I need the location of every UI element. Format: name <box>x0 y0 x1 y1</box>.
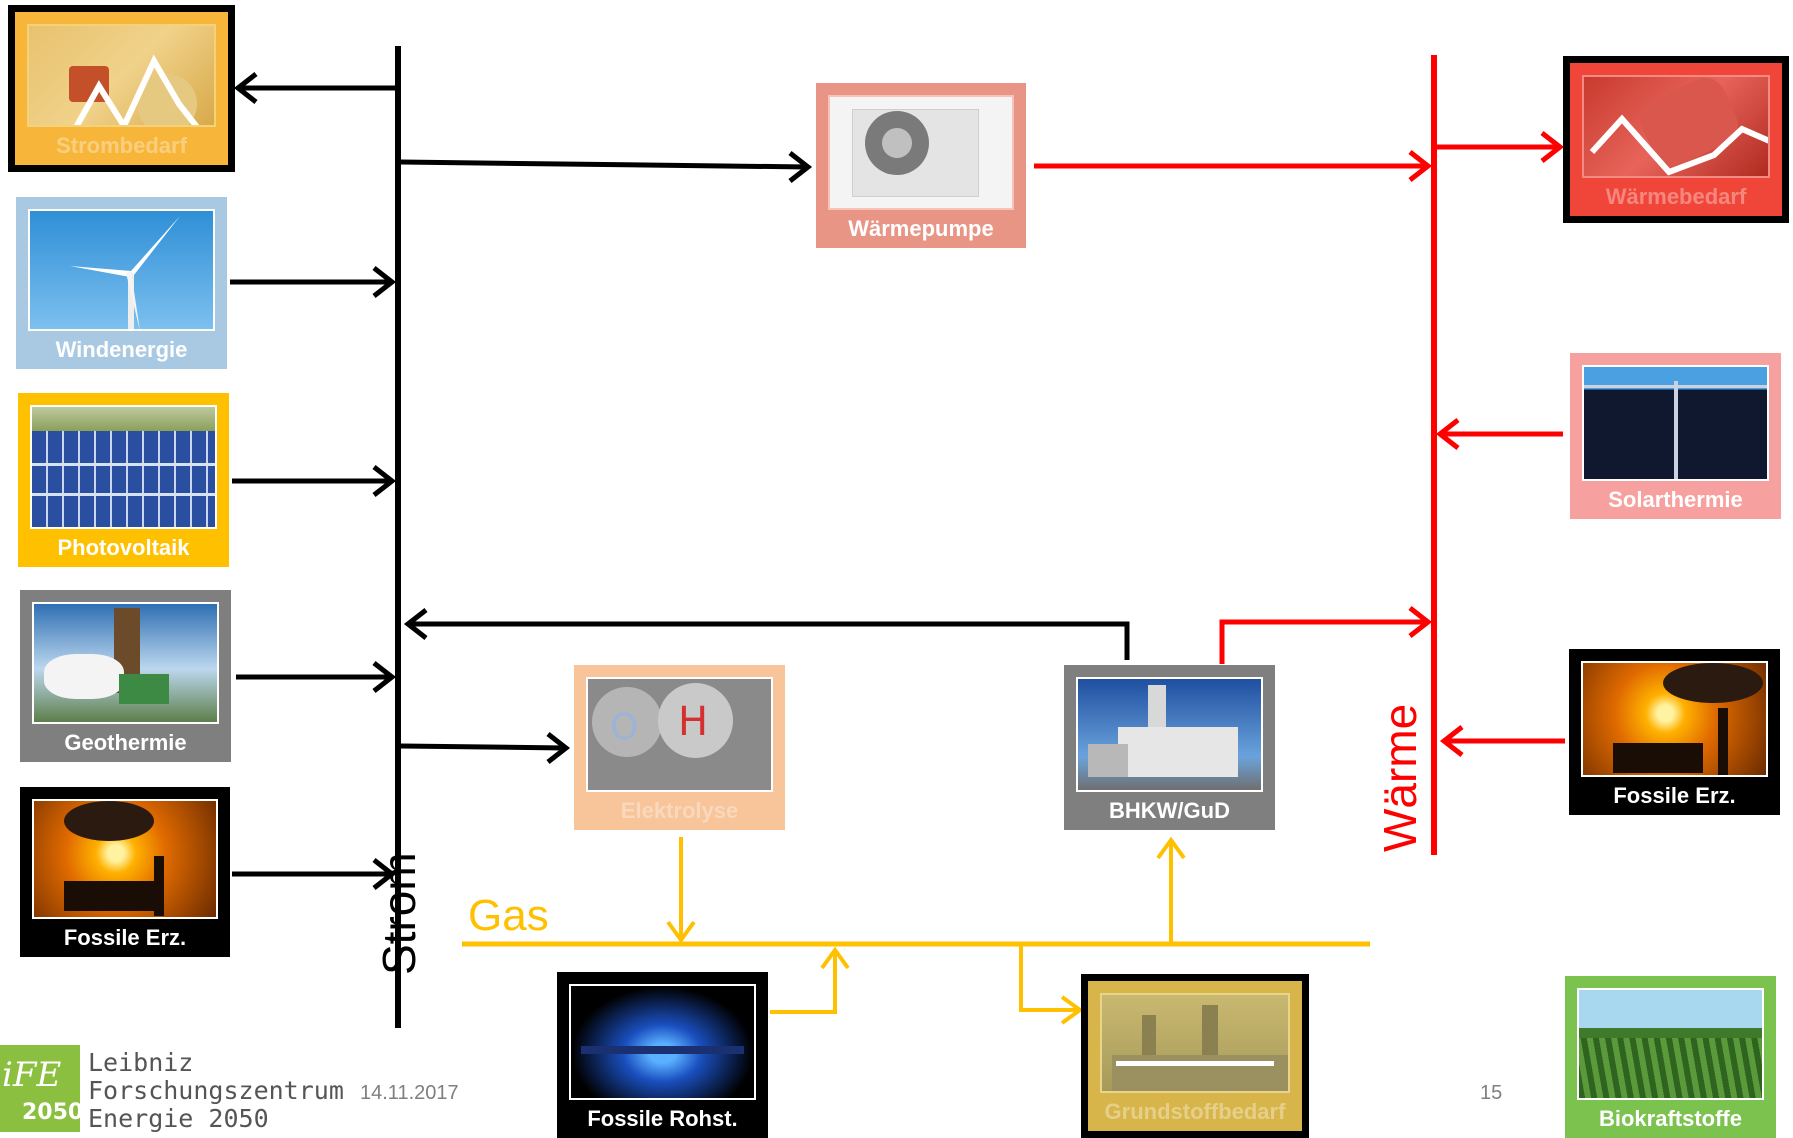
logo-line-1: Leibniz <box>88 1048 193 1077</box>
node-elektrolyse: O H Elektrolyse <box>574 665 785 830</box>
smokestack-sunset-image <box>32 799 218 919</box>
wind-turbine-image <box>28 209 215 331</box>
waermepumpe-label: Wärmepumpe <box>816 216 1026 242</box>
power-plant-image <box>1076 677 1263 792</box>
biokraftstoffe-label: Biokraftstoffe <box>1565 1106 1776 1132</box>
node-grundstoffbedarf: Grundstoffbedarf <box>1081 974 1309 1138</box>
strom-bus-label: Strom <box>372 852 426 975</box>
arrow-gas-to-grundstoff <box>1021 944 1080 1010</box>
heat-demand-curve-icon <box>1584 77 1770 178</box>
solar-panel-field-image <box>30 405 217 529</box>
corn-field-image <box>1577 988 1764 1100</box>
heat-pump-image <box>828 95 1014 210</box>
logo-mark-bottom: 2050 <box>22 1100 83 1125</box>
logo-line-3: Energie 2050 <box>88 1104 269 1133</box>
footer-page-number: 15 <box>1480 1082 1502 1105</box>
node-fossile-rohst: Fossile Rohst. <box>557 972 768 1138</box>
power-socket-image <box>27 24 216 127</box>
node-solarthermie: Solarthermie <box>1570 353 1781 519</box>
demand-line-icon <box>1116 1061 1274 1066</box>
logo-mark-top: iFE <box>2 1055 61 1095</box>
node-waermebedarf: Wärmebedarf <box>1563 56 1789 223</box>
arrow-bhkw-to-waerme <box>1222 622 1428 664</box>
node-fossile-erz-right: Fossile Erz. <box>1569 649 1780 815</box>
arrow-strom-to-waermepumpe <box>401 162 808 167</box>
logo-line-2: Forschungszentrum <box>88 1076 344 1105</box>
solarthermie-label: Solarthermie <box>1570 487 1781 513</box>
solar-collector-image <box>1582 365 1769 481</box>
gas-flame-image <box>569 984 756 1100</box>
strombedarf-label: Strombedarf <box>15 133 228 159</box>
node-geothermie: Geothermie <box>20 590 231 762</box>
bhkw-label: BHKW/GuD <box>1064 798 1275 824</box>
arrow-strom-to-elektrolyse <box>401 746 566 748</box>
node-photovoltaik: Photovoltaik <box>18 393 229 567</box>
node-fossile-erz-left: Fossile Erz. <box>20 787 230 957</box>
waermebedarf-label: Wärmebedarf <box>1570 184 1782 210</box>
fossile-rohst-label: Fossile Rohst. <box>557 1106 768 1132</box>
footer-date: 14.11.2017 <box>360 1082 459 1105</box>
node-windenergie: Windenergie <box>16 197 227 369</box>
refinery-image <box>1100 993 1290 1093</box>
fossile-erz-right-label: Fossile Erz. <box>1569 783 1780 809</box>
smokestack-sunset-image-right <box>1581 661 1768 777</box>
arrow-bhkw-to-strom <box>408 624 1127 660</box>
waerme-bus-label: Wärme <box>1373 704 1427 852</box>
windenergie-label: Windenergie <box>16 337 227 363</box>
arrow-fossile-rohst-to-gas <box>770 950 835 1012</box>
node-strombedarf: Strombedarf <box>8 5 235 172</box>
node-waermepumpe: Wärmepumpe <box>816 83 1026 248</box>
photovoltaik-label: Photovoltaik <box>18 535 229 561</box>
elektrolyse-label: Elektrolyse <box>574 798 785 824</box>
radiator-valve-image <box>1582 75 1770 178</box>
node-biokraftstoffe: Biokraftstoffe <box>1565 976 1776 1138</box>
load-curve-icon <box>29 26 216 127</box>
geothermie-label: Geothermie <box>20 730 231 756</box>
node-bhkw: BHKW/GuD <box>1064 665 1275 830</box>
wind-turbine-icon <box>30 211 215 331</box>
geothermal-plant-image <box>32 602 219 724</box>
grundstoffbedarf-label: Grundstoffbedarf <box>1088 1099 1302 1125</box>
electrolysis-image: O H <box>586 677 773 792</box>
ife-logo: iFE 2050 <box>0 1045 80 1132</box>
gas-bus-label: Gas <box>468 891 549 941</box>
fossile-erz-left-label: Fossile Erz. <box>20 925 230 951</box>
